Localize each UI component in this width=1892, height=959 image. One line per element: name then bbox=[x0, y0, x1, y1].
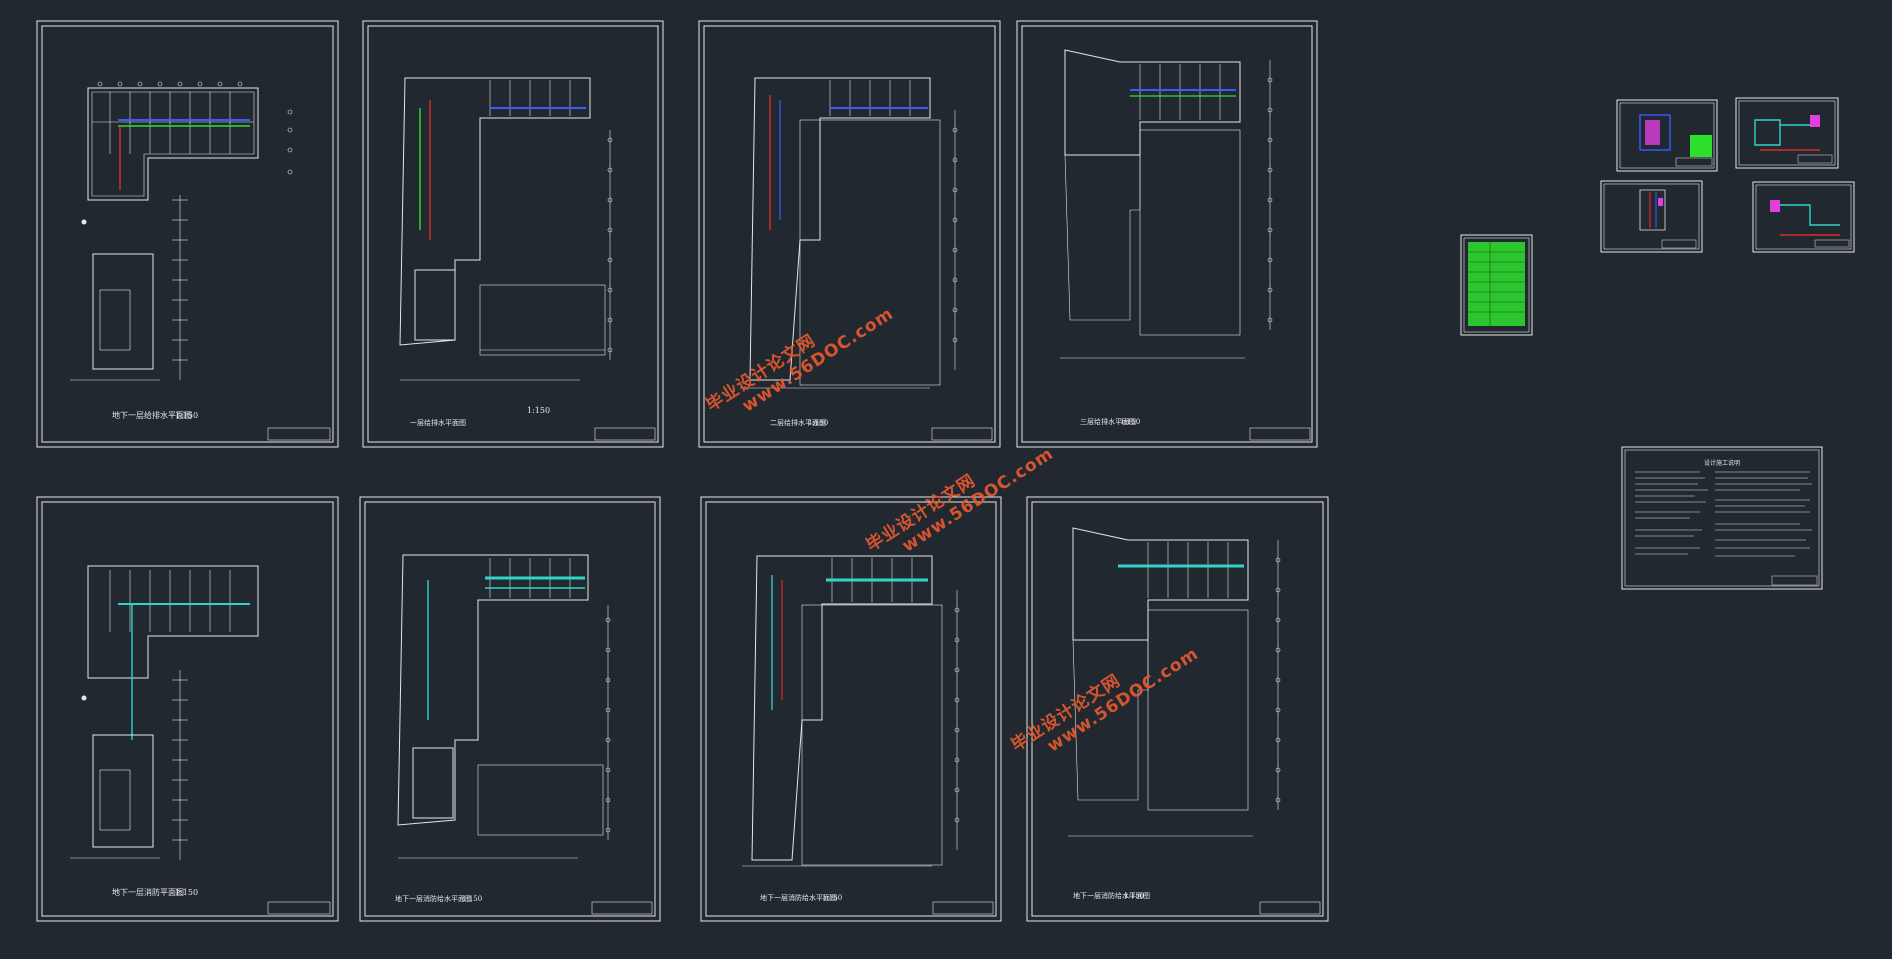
sheet-5-scale: 1:150 bbox=[175, 888, 198, 897]
sheet-1-caption: 地下一层给排水平面图 bbox=[112, 410, 192, 420]
drawing-sheet-7[interactable] bbox=[700, 496, 1002, 922]
sheet-1-scale: 1:150 bbox=[175, 411, 198, 420]
drawing-sheet-4[interactable] bbox=[1016, 20, 1318, 448]
small-sheet-system-2[interactable] bbox=[1752, 181, 1855, 253]
sheet-3-scale: 1:150 bbox=[808, 419, 828, 427]
sheet-6-scale: 1:150 bbox=[462, 895, 482, 903]
drawing-sheet-8[interactable] bbox=[1026, 496, 1329, 922]
drawing-sheet-1[interactable] bbox=[36, 20, 339, 448]
design-notes-title: 设计施工说明 bbox=[1704, 459, 1740, 467]
sheet-6-caption: 地下一层消防给水平面图 bbox=[395, 894, 472, 903]
small-sheet-system-1[interactable] bbox=[1735, 97, 1839, 169]
small-sheet-design-notes[interactable] bbox=[1621, 446, 1823, 590]
sheet-7-caption: 地下一层消防给水平面图 bbox=[760, 893, 837, 902]
sheet-5-caption: 地下一层消防平面图 bbox=[112, 887, 184, 897]
drawing-sheet-2[interactable] bbox=[362, 20, 664, 448]
drawing-sheet-5[interactable] bbox=[36, 496, 339, 922]
sheet-8-caption: 地下一层消防给水平面图 bbox=[1073, 891, 1150, 900]
small-sheet-legend[interactable] bbox=[1616, 99, 1718, 172]
sheet-2-caption: 一层给排水平面图 bbox=[410, 418, 466, 427]
small-sheet-plan-small[interactable] bbox=[1600, 180, 1703, 253]
sheet-8-scale: 1:150 bbox=[1124, 892, 1144, 900]
drawing-sheet-6[interactable] bbox=[359, 496, 661, 922]
drawing-sheet-3[interactable] bbox=[698, 20, 1001, 448]
small-sheet-green-table[interactable] bbox=[1460, 234, 1533, 336]
sheet-4-caption: 三层给排水平面图 bbox=[1080, 417, 1136, 426]
sheet-3-caption: 二层给排水平面图 bbox=[770, 418, 826, 427]
sheet-2-scale: 1:150 bbox=[527, 406, 550, 415]
sheet-7-scale: 1:150 bbox=[822, 894, 842, 902]
sheet-4-scale: 1:150 bbox=[1120, 418, 1140, 426]
